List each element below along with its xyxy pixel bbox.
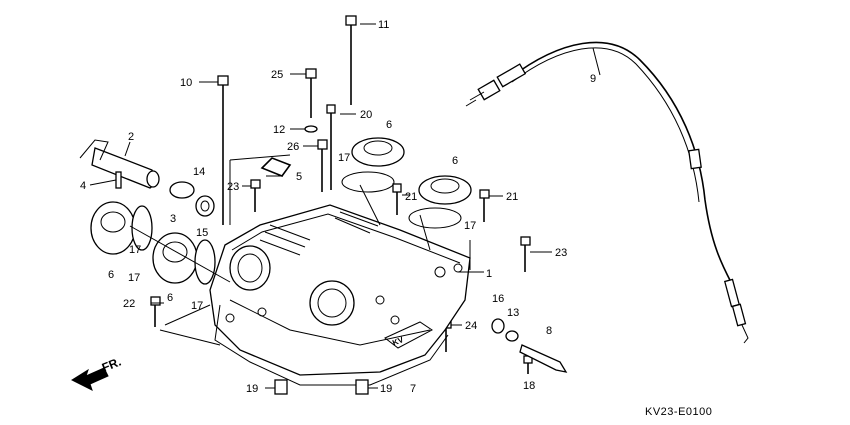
- figure-code: KV23-E0100: [645, 406, 712, 418]
- callout-11: 11: [378, 19, 389, 31]
- callout-21b: 21: [506, 191, 518, 203]
- callout-7: 7: [410, 383, 416, 395]
- callout-10: 10: [180, 77, 192, 89]
- head-gasket: [214, 304, 449, 386]
- callout-9: 9: [590, 73, 596, 85]
- callout-17b: 17: [128, 272, 140, 284]
- callout-5: 5: [296, 171, 302, 183]
- guide-lines: [129, 154, 471, 346]
- callout-8: 8: [546, 325, 552, 337]
- callout-17a: 17: [129, 244, 141, 256]
- cylinder-head-bolts: [150, 15, 533, 374]
- left-components: [79, 139, 292, 217]
- leader-lines: [89, 23, 601, 389]
- callout-23a: 23: [227, 181, 239, 193]
- callout-14: 14: [193, 166, 205, 178]
- callout-6d: 6: [452, 155, 458, 167]
- callout-15: 15: [196, 227, 208, 239]
- callout-17e: 17: [464, 220, 476, 232]
- callout-19b: 19: [380, 383, 392, 395]
- callout-labels: 1 2 3 4 5 6 6 6 6 7 8 9 10 11 12 13 14 1…: [80, 19, 596, 395]
- callout-22: 22: [123, 298, 135, 310]
- callout-2: 2: [128, 131, 134, 143]
- callout-17c: 17: [191, 300, 203, 312]
- callout-6b: 6: [167, 292, 173, 304]
- callout-19a: 19: [246, 383, 258, 395]
- front-direction-arrow: FR.: [70, 355, 123, 391]
- callout-4: 4: [80, 180, 86, 192]
- direction-label: FR.: [100, 355, 123, 375]
- callout-20: 20: [360, 109, 372, 121]
- callout-23b: 23: [555, 247, 567, 259]
- callout-6c: 6: [386, 119, 392, 131]
- top-caps: [341, 137, 472, 229]
- callout-18: 18: [523, 380, 535, 392]
- callout-17d: 17: [338, 152, 350, 164]
- callout-16: 16: [492, 293, 504, 305]
- callout-24: 24: [465, 320, 477, 332]
- callout-13: 13: [507, 307, 519, 319]
- callout-1: 1: [486, 268, 492, 280]
- callout-21a: 21: [405, 191, 417, 203]
- cable-assembly: [465, 41, 749, 344]
- callout-6a: 6: [108, 269, 114, 281]
- left-caps: [90, 201, 216, 285]
- callout-3: 3: [170, 213, 176, 225]
- svg-text:KV: KV: [391, 335, 405, 348]
- callout-12: 12: [273, 124, 285, 136]
- callout-26: 26: [287, 141, 299, 153]
- callout-25: 25: [271, 69, 283, 81]
- small-parts: [274, 318, 568, 395]
- cylinder-head: KV: [209, 204, 471, 376]
